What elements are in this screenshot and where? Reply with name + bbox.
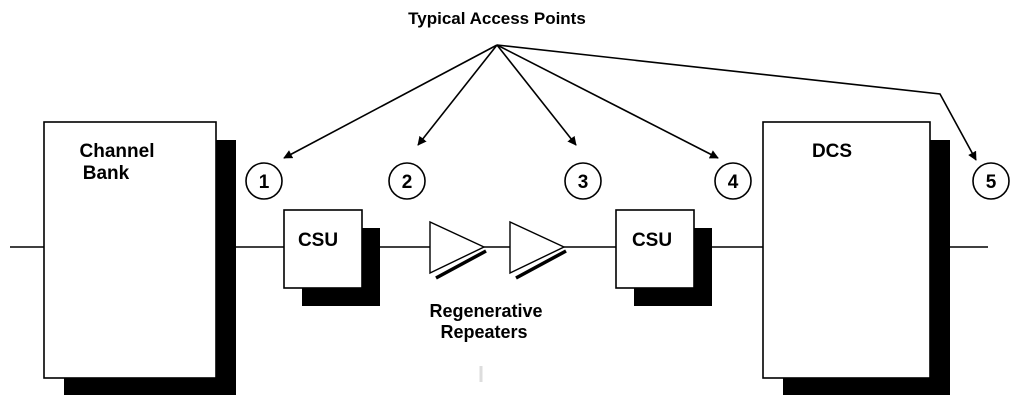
access-point-4: 4 — [714, 162, 752, 200]
arrow-to-point-5 — [496, 44, 977, 161]
access-point-2-label: 2 — [402, 172, 413, 193]
regenerative-repeaters: Regenerative Repeaters — [429, 220, 567, 342]
access-point-markers: 1 2 3 4 5 — [245, 162, 1010, 200]
channel-bank-box — [43, 121, 217, 379]
csu-left-box — [283, 209, 363, 289]
dcs-box — [762, 121, 931, 379]
arrow-to-point-4 — [496, 44, 719, 159]
access-point-arrows — [283, 44, 977, 161]
access-point-3-label: 3 — [578, 172, 589, 193]
diagram-title: Typical Access Points — [408, 9, 586, 28]
csu-right-label: CSU — [632, 230, 672, 251]
repeater-2 — [509, 220, 567, 280]
access-point-1: 1 — [245, 162, 283, 200]
repeaters-label-line2: Repeaters — [440, 322, 527, 342]
csu-right-box — [615, 209, 695, 289]
access-point-4-label: 4 — [728, 172, 739, 193]
channel-bank-label-line1: Channel — [80, 141, 155, 162]
access-point-5-label: 5 — [986, 172, 997, 193]
access-point-3: 3 — [564, 162, 602, 200]
csu-left-label: CSU — [298, 230, 338, 251]
dcs: DCS — [762, 121, 950, 395]
arrow-to-point-2 — [417, 44, 498, 146]
access-point-5: 5 — [972, 162, 1010, 200]
arrow-to-point-3 — [496, 44, 577, 146]
access-point-2: 2 — [388, 162, 426, 200]
access-point-1-label: 1 — [259, 172, 270, 193]
arrow-to-point-1 — [283, 44, 498, 159]
repeater-1 — [429, 220, 487, 280]
csu-left: CSU — [283, 209, 380, 306]
channel-bank: Channel Bank — [43, 121, 236, 395]
csu-right: CSU — [615, 209, 712, 306]
channel-bank-label-line2: Bank — [83, 163, 130, 184]
dcs-label: DCS — [812, 141, 852, 162]
repeaters-label-line1: Regenerative — [429, 301, 542, 321]
